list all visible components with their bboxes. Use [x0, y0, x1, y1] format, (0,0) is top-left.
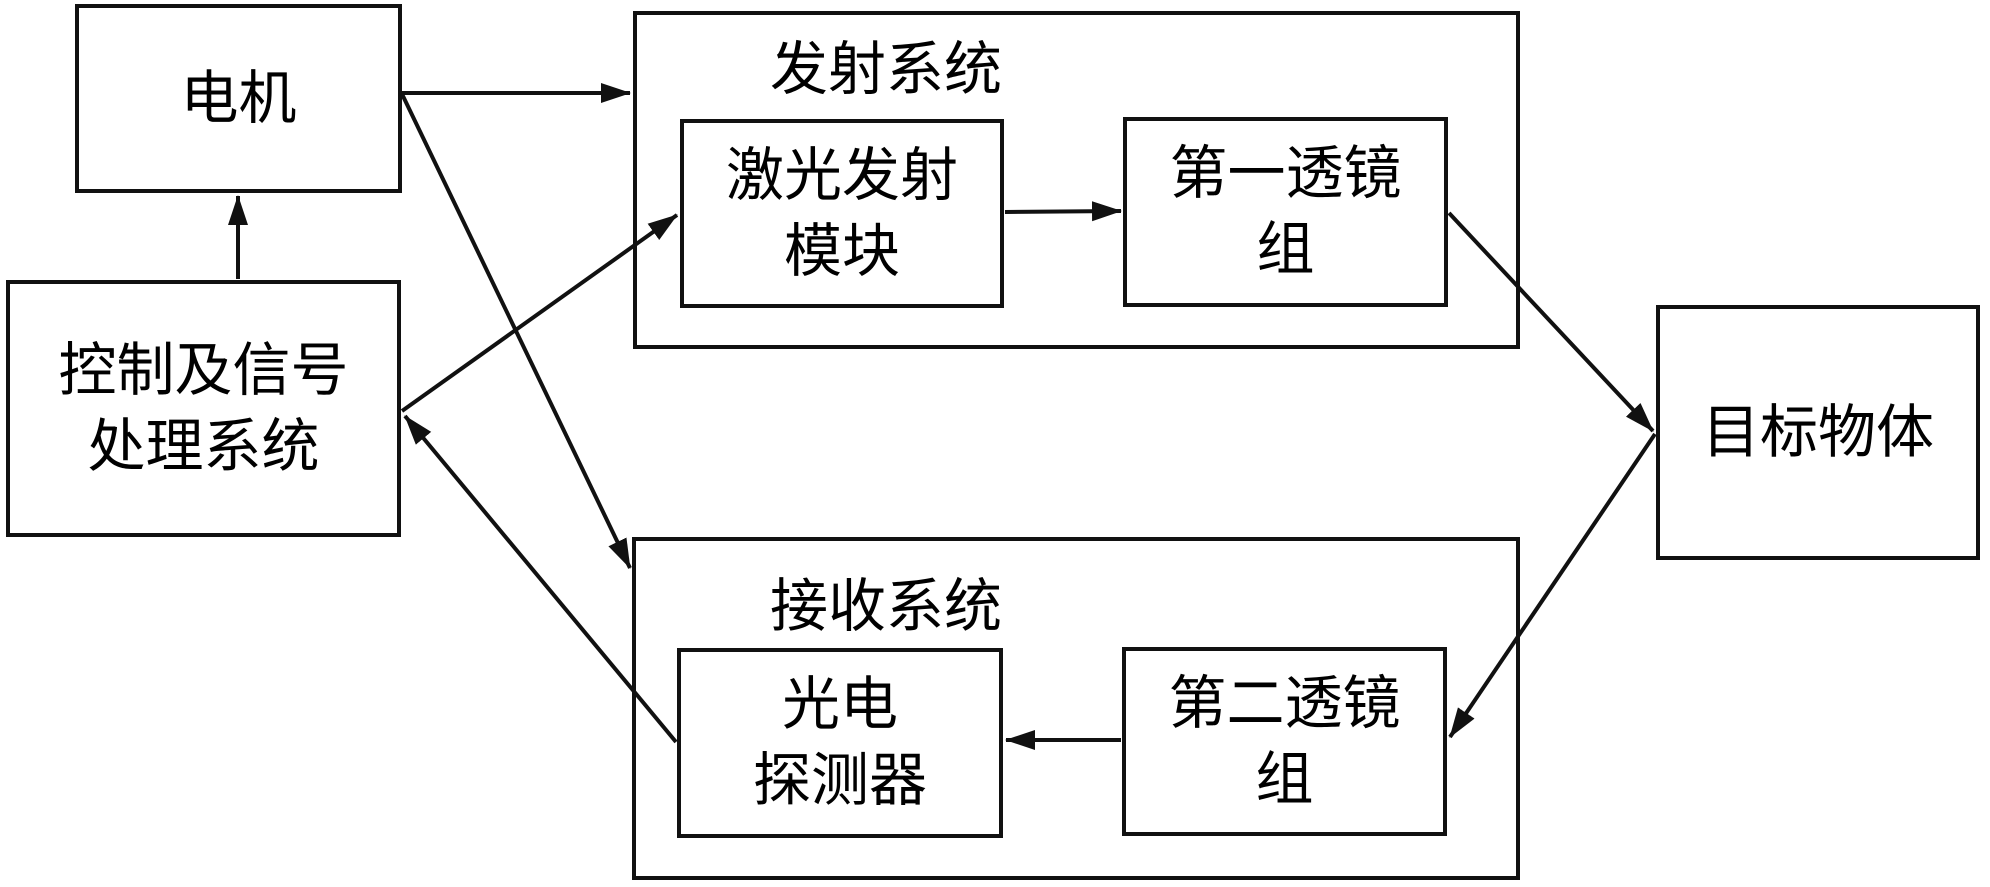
- box-first-lens-group: 第一透镜 组: [1123, 117, 1448, 307]
- label-line: 第一透镜: [1169, 141, 1402, 206]
- first-lens-group-label: 第一透镜 组: [1169, 136, 1401, 288]
- label-line: 控制及信号: [58, 337, 349, 403]
- control-system-label: 控制及信号 处理系统: [58, 333, 348, 485]
- label-line: 模块: [783, 218, 900, 284]
- arrow-motor-to-receive-system: [400, 93, 632, 569]
- second-lens-group-label: 第二透镜 组: [1168, 666, 1400, 818]
- box-photodetector: 光电 探测器: [677, 648, 1003, 838]
- box-control-signal-processing-system: 控制及信号 处理系统: [6, 280, 401, 537]
- receive-system-title: 接收系统: [770, 574, 1003, 639]
- transmit-system-title: 发射系统: [770, 37, 1003, 102]
- label-line: 处理系统: [87, 413, 320, 479]
- label-line: 目标物体: [1701, 399, 1934, 465]
- label-line: 组: [1256, 217, 1315, 282]
- laser-emit-module-label: 激光发射 模块: [726, 138, 958, 290]
- label-line: 光电: [781, 672, 898, 737]
- photodetector-label: 光电 探测器: [753, 667, 927, 819]
- box-second-lens-group: 第二透镜 组: [1122, 647, 1447, 836]
- box-target-object: 目标物体: [1656, 305, 1980, 560]
- label-line: 激光发射: [725, 142, 958, 208]
- box-laser-emit-module: 激光发射 模块: [680, 119, 1004, 308]
- label-line: 探测器: [752, 748, 927, 813]
- box-motor: 电机: [75, 4, 402, 193]
- label-line: 电机: [180, 65, 297, 131]
- label-line: 第二透镜: [1168, 670, 1401, 736]
- label-line: 组: [1255, 746, 1314, 812]
- motor-label: 电机: [180, 61, 296, 137]
- target-object-label: 目标物体: [1702, 395, 1934, 471]
